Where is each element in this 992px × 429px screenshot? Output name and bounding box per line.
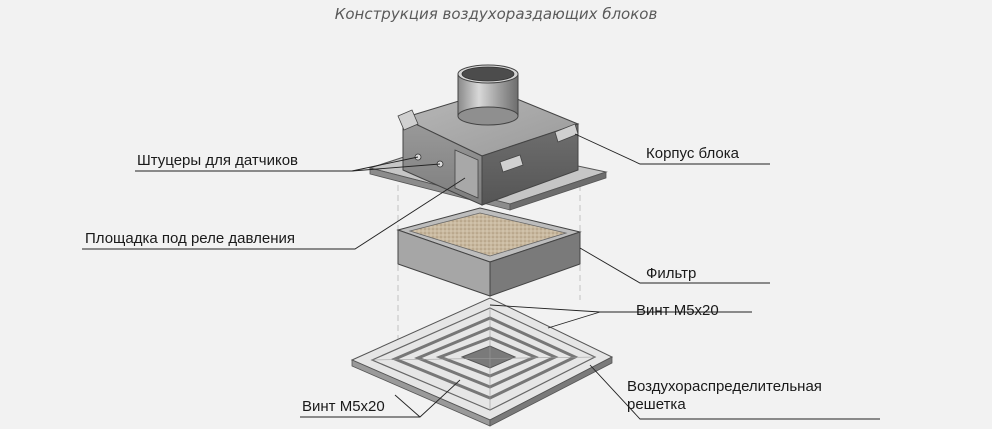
label-housing: Корпус блока — [646, 145, 739, 162]
label-sensor-fittings: Штуцеры для датчиков — [137, 152, 299, 169]
diagram-title: Конструкция воздухораздающих блоков — [334, 5, 658, 23]
callout-lines — [82, 133, 880, 420]
housing-block — [368, 64, 608, 211]
label-grille-line2: решетка — [627, 396, 686, 413]
label-screw-top: Винт М5х20 — [636, 302, 719, 319]
label-screw-bottom: Винт М5х20 — [302, 398, 385, 415]
filter-block — [396, 207, 582, 297]
label-relay-pad: Площадка под реле давления — [85, 230, 295, 247]
label-grille-line1: Воздухораспределительная — [627, 378, 822, 395]
label-filter: Фильтр — [646, 265, 697, 282]
diffuser-grille — [350, 297, 614, 427]
